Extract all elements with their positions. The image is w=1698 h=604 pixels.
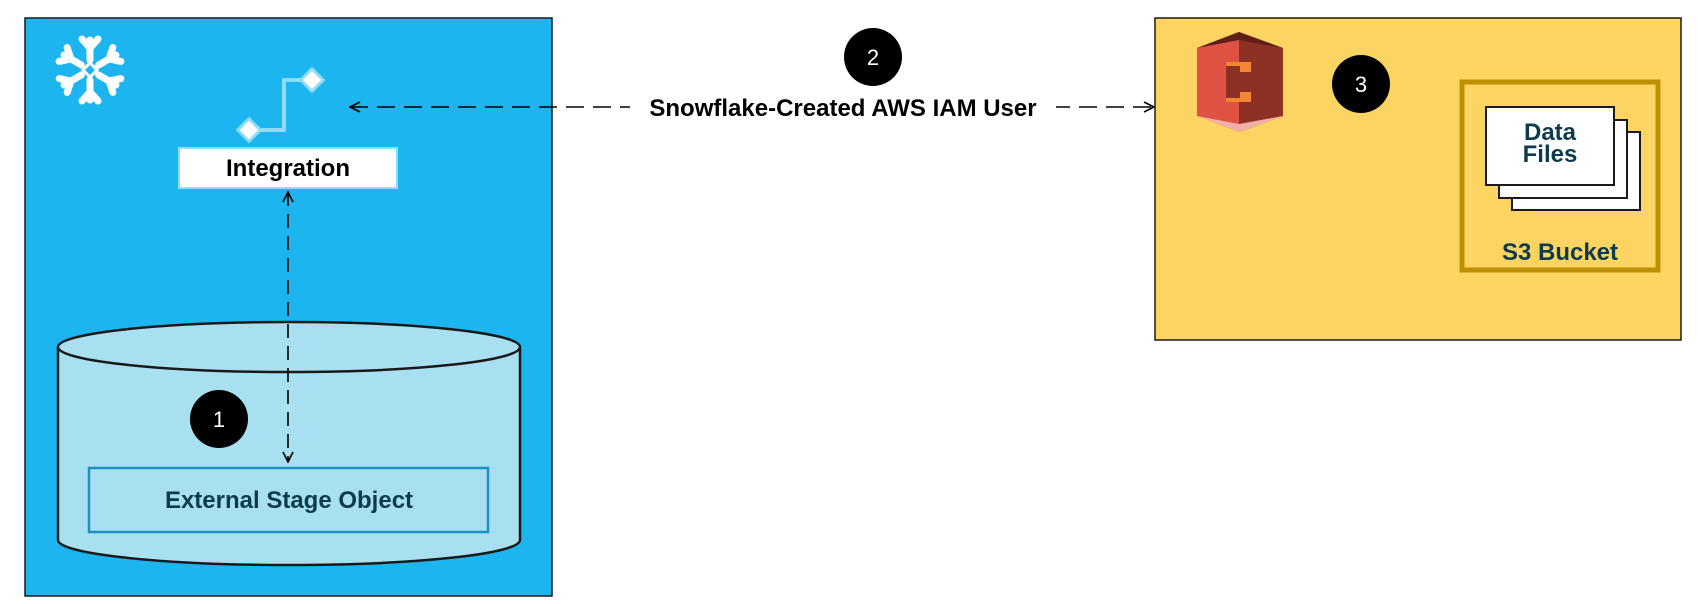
step-badge-1-label: 1 bbox=[213, 407, 225, 432]
integration-icon bbox=[235, 66, 326, 144]
integration-box: Integration bbox=[178, 147, 398, 189]
s3-bucket-box: S3 Bucket bbox=[1459, 79, 1661, 273]
step-badge-2: 2 bbox=[844, 28, 902, 86]
data-files-stack: Data Files bbox=[1485, 106, 1641, 211]
iam-user-label-group: Snowflake-Created AWS IAM User bbox=[630, 92, 1056, 122]
step-badge-3-label: 3 bbox=[1355, 72, 1367, 97]
s3-bucket-label: S3 Bucket bbox=[1502, 239, 1618, 266]
data-files-label-line2: Files bbox=[1523, 141, 1578, 168]
data-files-label-line1: Data bbox=[1524, 119, 1577, 146]
aws-s3-icon bbox=[1197, 32, 1283, 132]
integration-label: Integration bbox=[226, 155, 350, 182]
snowflake-logo-icon bbox=[55, 35, 125, 105]
external-stage-box: External Stage Object bbox=[87, 466, 490, 534]
iam-user-label: Snowflake-Created AWS IAM User bbox=[649, 95, 1036, 122]
external-stage-label: External Stage Object bbox=[165, 487, 413, 514]
step-badge-3: 3 bbox=[1332, 55, 1390, 113]
step-badge-2-label: 2 bbox=[867, 45, 879, 70]
step-badge-1: 1 bbox=[190, 390, 248, 448]
